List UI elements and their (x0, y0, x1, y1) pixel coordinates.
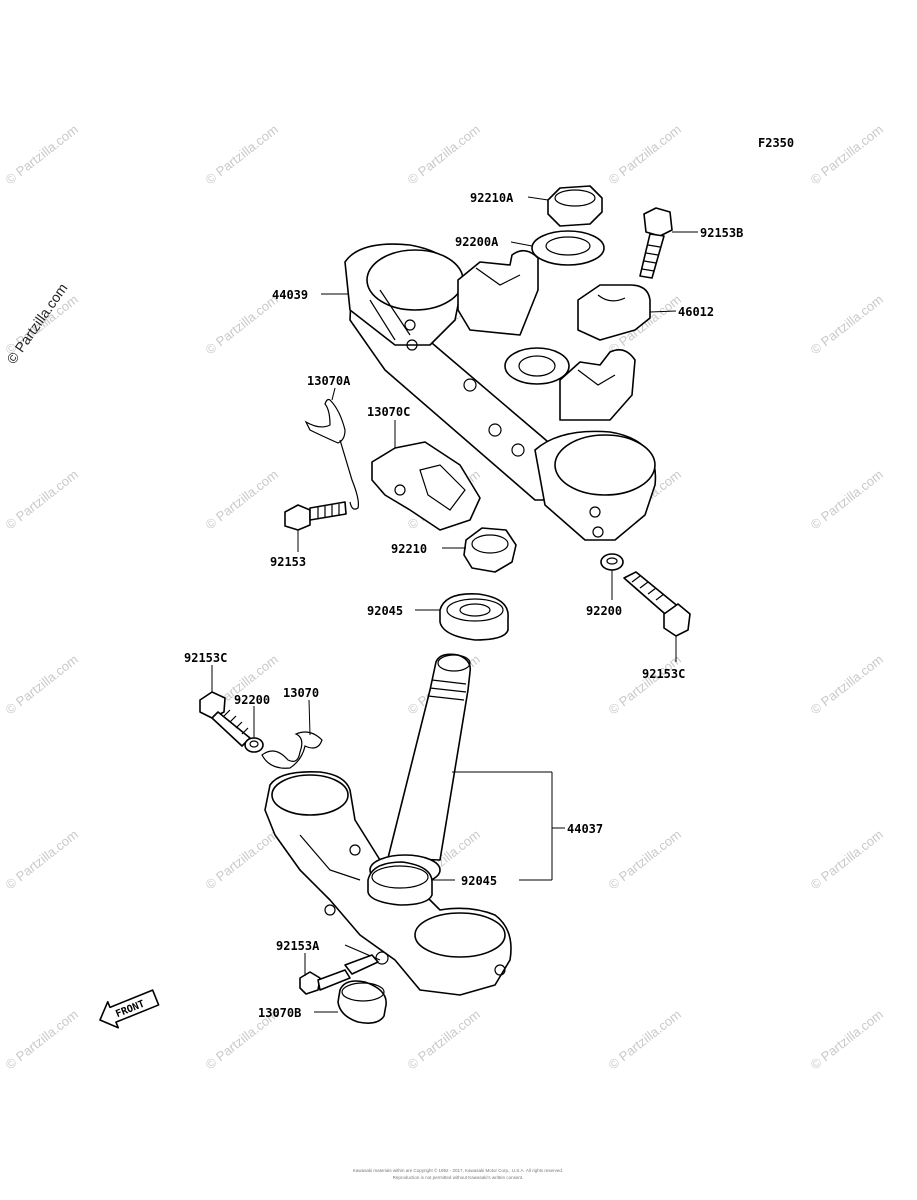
washer-92200[interactable] (600, 553, 624, 571)
label-92153a[interactable]: 92153A (276, 939, 320, 953)
label-46012[interactable]: 46012 (678, 305, 714, 319)
label-13070[interactable]: 13070 (283, 686, 319, 700)
label-44039[interactable]: 44039 (272, 288, 308, 302)
label-92045-lower[interactable]: 92045 (461, 874, 497, 888)
front-arrow: FRONT (99, 989, 160, 1029)
label-92153c-left[interactable]: 92153C (184, 651, 227, 665)
label-92200-lower[interactable]: 92200 (234, 693, 270, 707)
label-13070a[interactable]: 13070A (307, 374, 351, 388)
label-92045-upper[interactable]: 92045 (367, 604, 403, 618)
watermark: © Partzilla.com (808, 652, 886, 718)
figure-code: F2350 (758, 136, 794, 150)
label-92200-upper[interactable]: 92200 (586, 604, 622, 618)
copyright-line-2: Reproduction is not permitted without Ka… (393, 1175, 524, 1180)
label-92210[interactable]: 92210 (391, 542, 427, 556)
part-labels: 92210A 92200A 92153B 44039 46012 13070A … (184, 191, 743, 1020)
watermark: © Partzilla.com (3, 122, 81, 188)
bearing-92045-lower[interactable] (367, 861, 433, 906)
watermark: © Partzilla.com (203, 467, 281, 533)
label-92153c-right[interactable]: 92153C (642, 667, 685, 681)
label-44037[interactable]: 44037 (567, 822, 603, 836)
label-92210a[interactable]: 92210A (470, 191, 514, 205)
watermark: © Partzilla.com (203, 292, 281, 358)
watermark: © Partzilla.com (3, 827, 81, 893)
locknut-92210[interactable] (463, 527, 517, 573)
clip-13070a[interactable] (304, 398, 359, 510)
watermark: © Partzilla.com (405, 122, 483, 188)
bolt-92153[interactable] (284, 501, 347, 531)
clamp-13070b[interactable] (337, 951, 389, 1024)
label-13070c[interactable]: 13070C (367, 405, 410, 419)
watermark: © Partzilla.com (606, 652, 684, 718)
watermark: © Partzilla.com (808, 467, 886, 533)
washer-92200-lower[interactable] (244, 737, 264, 753)
copyright-line-1: Kawasaki materials within are Copyright … (353, 1167, 563, 1173)
watermark: © Partzilla.com (203, 827, 281, 893)
washer-92200a[interactable] (531, 230, 605, 266)
watermark: © Partzilla.com (606, 827, 684, 893)
label-92153[interactable]: 92153 (270, 555, 306, 569)
bolt-92153b[interactable] (639, 207, 673, 279)
label-13070b[interactable]: 13070B (258, 1006, 301, 1020)
nut-92210a[interactable] (547, 185, 603, 227)
watermark: © Partzilla.com (3, 652, 81, 718)
upper-bracket-44039[interactable] (344, 243, 657, 541)
watermark-side: © Partzilla.com (3, 280, 70, 366)
leader-lines (211, 196, 698, 1013)
handlebar-holder-left[interactable] (457, 249, 539, 336)
clip-13070[interactable] (261, 731, 323, 769)
handlebar-holder-46012[interactable] (577, 284, 651, 341)
watermark: © Partzilla.com (3, 467, 81, 533)
handlebar-holder-lower[interactable] (559, 349, 636, 421)
bolt-92153c-right[interactable] (623, 571, 691, 637)
bracket-13070c[interactable] (371, 441, 481, 531)
watermark: © Partzilla.com (808, 122, 886, 188)
label-92200a[interactable]: 92200A (455, 235, 499, 249)
watermark: © Partzilla.com (808, 292, 886, 358)
watermark: © Partzilla.com (606, 1007, 684, 1073)
watermark: © Partzilla.com (3, 1007, 81, 1073)
watermark: © Partzilla.com (808, 1007, 886, 1073)
label-92153b[interactable]: 92153B (700, 226, 743, 240)
watermark: © Partzilla.com (606, 122, 684, 188)
watermark: © Partzilla.com (203, 122, 281, 188)
watermark: © Partzilla.com (808, 827, 886, 893)
bearing-92045-upper[interactable] (439, 593, 509, 641)
watermark: © Partzilla.com (405, 1007, 483, 1073)
bolt-92153a[interactable] (299, 969, 351, 995)
